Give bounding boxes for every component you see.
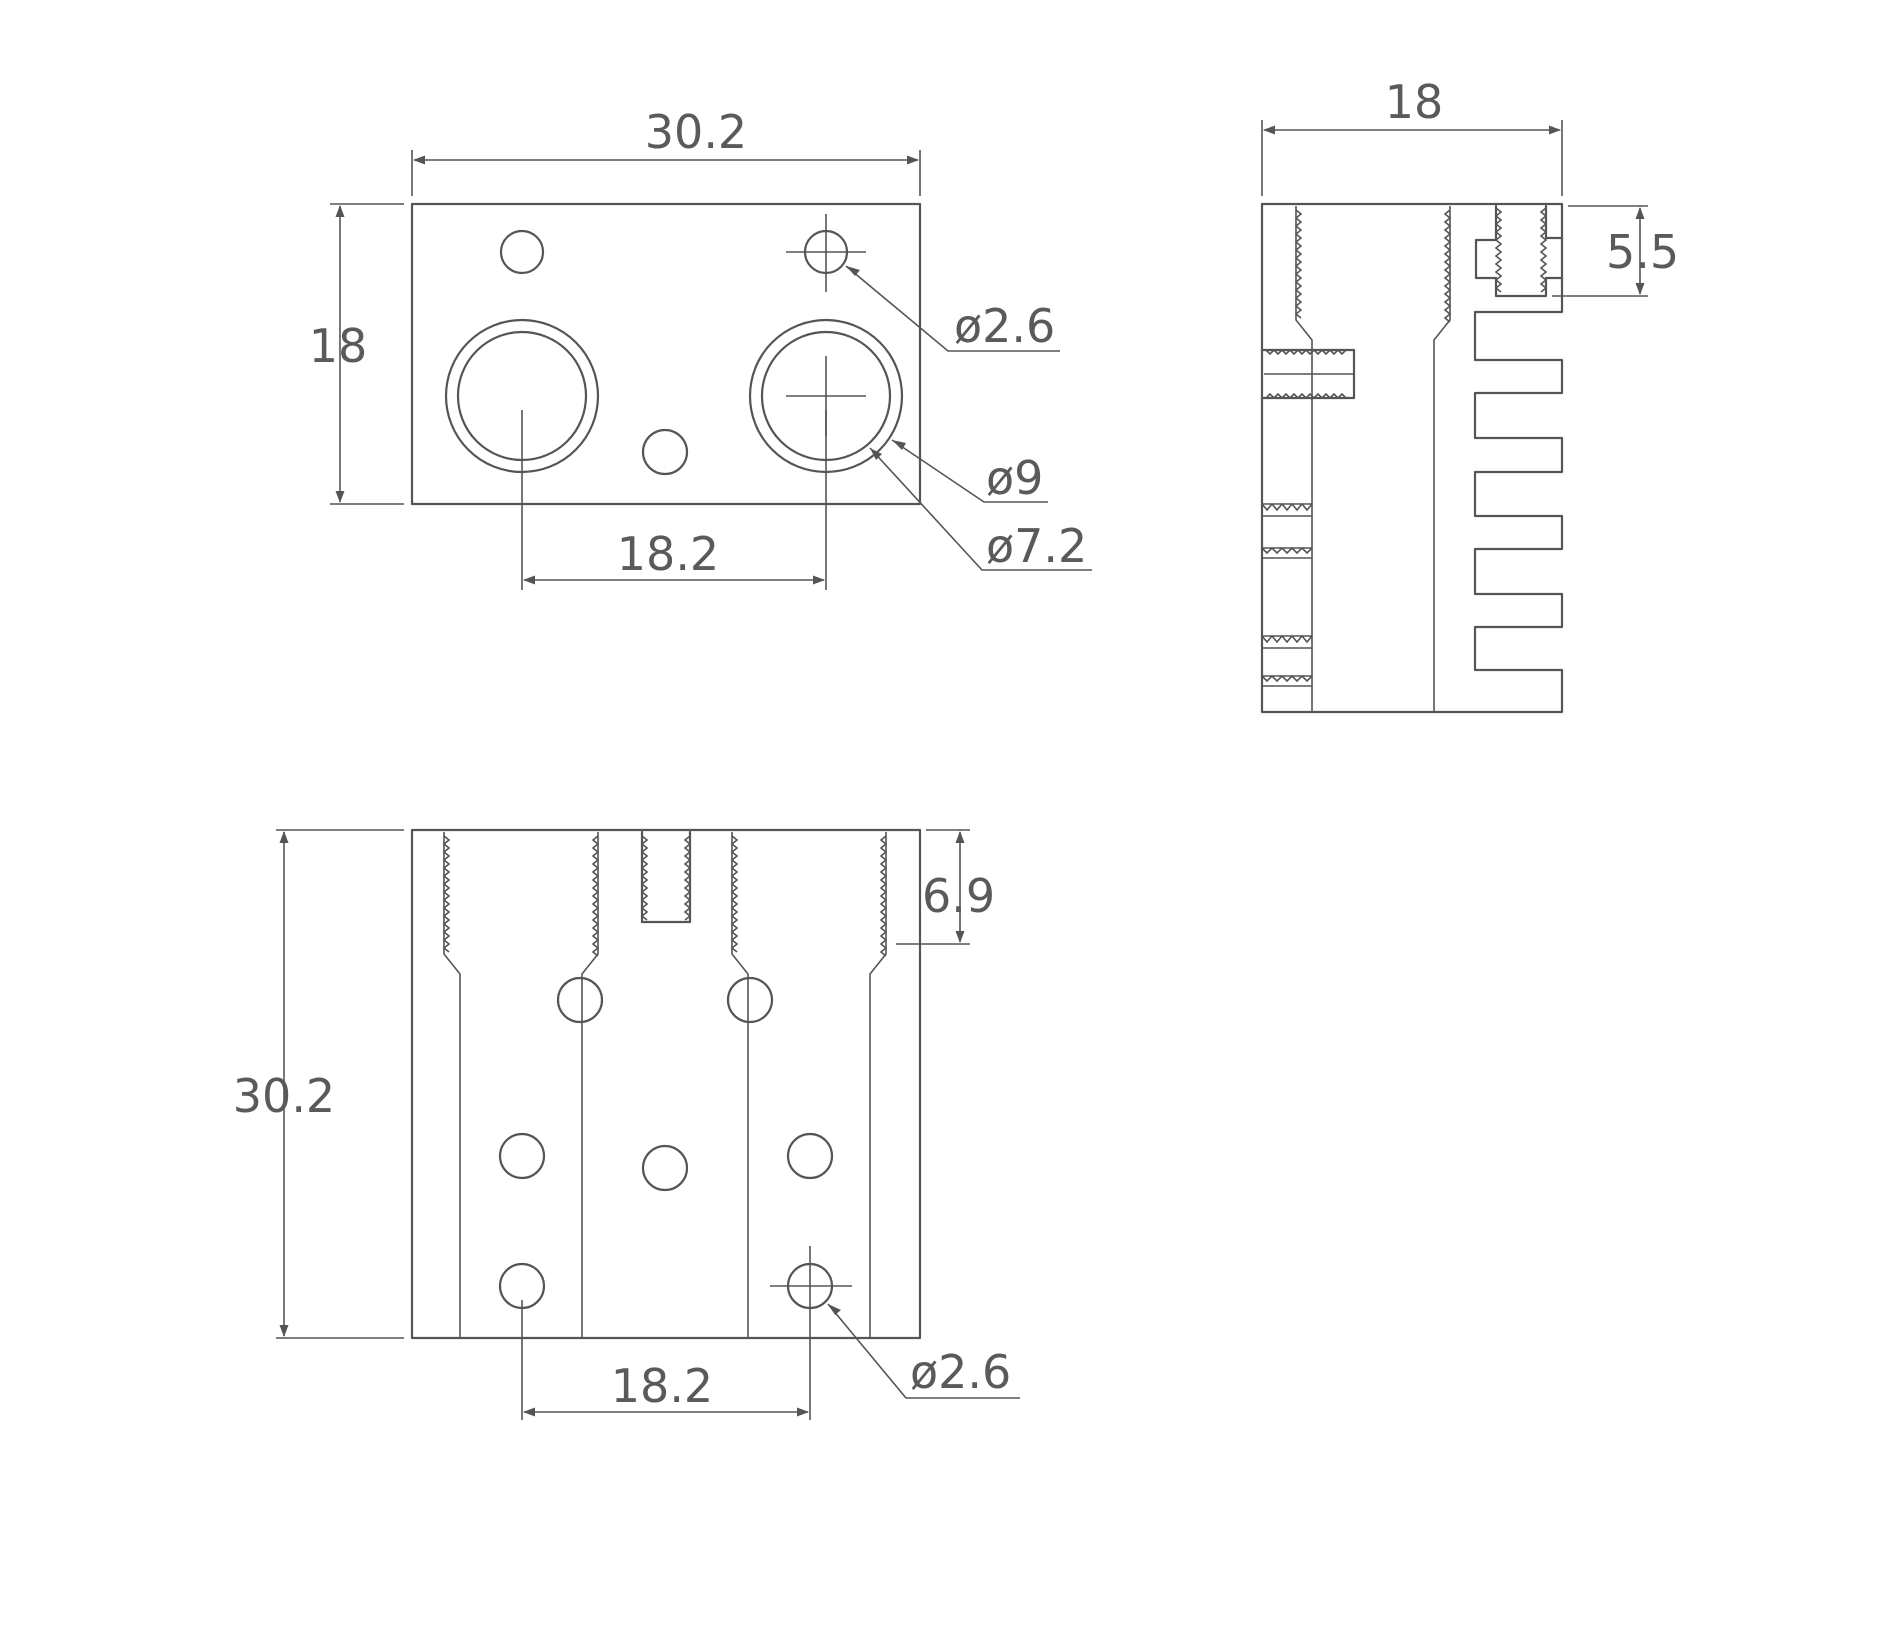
front-view-hole <box>556 976 604 1024</box>
side-view-bore-wall <box>1433 206 1451 712</box>
side-view-width-label: 18 <box>1385 75 1444 129</box>
front-view-small-hole-callout: ø2.6 <box>910 1345 1011 1399</box>
top-view-spacing-label: 18.2 <box>617 527 719 581</box>
leader-line <box>845 265 1060 352</box>
side-view-outline <box>1260 202 1564 714</box>
side-view-thread <box>1294 209 1303 319</box>
side-view-depth-label: 5.5 <box>1606 225 1679 279</box>
side-view-tapped-hole <box>1261 502 1313 517</box>
top-view: 30.2 18 18.2 ø2.6 ø9 ø7.2 <box>309 105 1092 590</box>
top-view-hole-upper-left <box>499 229 545 275</box>
front-view-spacing-label: 18.2 <box>611 1359 713 1413</box>
leader-line <box>827 1303 1020 1399</box>
front-view-center-tapped-hole <box>640 830 692 924</box>
side-view-top-tapped-hole <box>1474 204 1564 298</box>
side-view-bore-wall <box>1295 206 1313 712</box>
side-view-tapped-hole <box>1261 546 1313 559</box>
side-view-tapped-hole <box>1261 634 1313 649</box>
front-view-depth-label: 6.9 <box>922 869 995 923</box>
top-view-body <box>410 202 922 506</box>
front-view: 30.2 6.9 18.2 ø2.6 <box>233 828 1020 1420</box>
front-view-hole <box>498 1132 546 1180</box>
front-view-hole <box>786 1132 834 1180</box>
top-view-inner-bore-callout: ø7.2 <box>986 519 1087 573</box>
front-view-bore-wall <box>731 832 749 1338</box>
front-view-body <box>410 828 922 1340</box>
top-view-height-label: 18 <box>309 319 368 373</box>
top-view-outer-bore-callout: ø9 <box>986 451 1043 505</box>
top-view-small-hole-callout: ø2.6 <box>954 299 1055 353</box>
front-view-hole <box>726 976 774 1024</box>
front-view-bore-wall <box>869 832 887 1338</box>
side-view: 18 5.5 <box>1260 75 1679 714</box>
leader-line <box>869 447 1092 571</box>
leader-line <box>891 439 1048 503</box>
front-view-hole <box>641 1144 689 1192</box>
top-view-hole-center <box>641 428 689 476</box>
front-view-bore-wall <box>443 832 461 1338</box>
front-view-height-label: 30.2 <box>233 1069 335 1123</box>
side-view-tapped-hole <box>1261 674 1313 687</box>
side-view-thread <box>1443 209 1452 323</box>
front-view-bore-wall <box>581 832 599 1338</box>
top-view-width-label: 30.2 <box>645 105 747 159</box>
